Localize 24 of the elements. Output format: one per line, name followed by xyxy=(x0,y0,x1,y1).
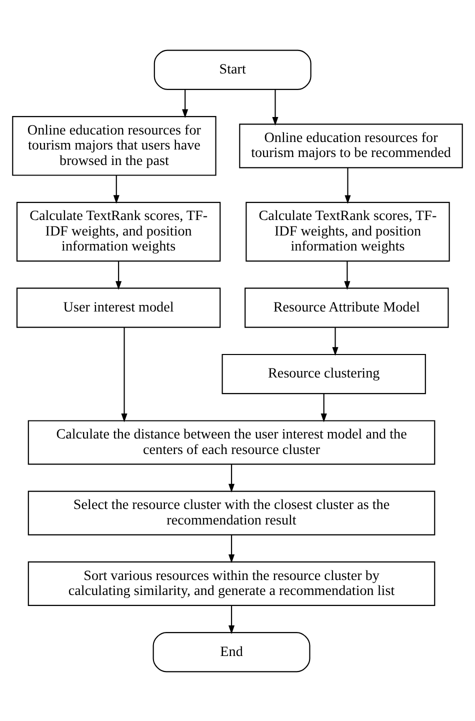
node-box: Start xyxy=(154,49,312,90)
node-box: Resource clustering xyxy=(222,353,426,394)
node-box: End xyxy=(152,632,310,672)
arrow xyxy=(228,605,235,634)
node-box: Select the resource cluster with the closest cluster as the recommendation result xyxy=(28,490,436,535)
node-box: Calculate TextRank scores, TF-IDF weights, and position information weights xyxy=(246,201,450,262)
node-box: Calculate the distance between the user interest model and the centers of each resource cluster xyxy=(28,420,436,464)
arrow xyxy=(344,168,351,204)
arrow xyxy=(228,464,235,492)
node-box: Calculate TextRank scores, TF-IDF weights, and position information weights xyxy=(16,201,221,262)
arrow xyxy=(182,88,188,118)
arrow xyxy=(121,326,128,422)
arrow xyxy=(272,88,278,126)
arrow xyxy=(320,393,327,422)
arrow xyxy=(228,534,235,563)
arrow xyxy=(344,260,350,290)
arrow xyxy=(116,260,122,290)
node-box: Resource Attribute Model xyxy=(244,287,449,328)
arrow xyxy=(113,174,120,204)
arrow xyxy=(332,327,338,356)
node-box: Sort various resources within the resource cluster by calculating similarity, and generate a recommendation list xyxy=(28,560,436,606)
node-box: Online education resources for tourism majors that users have browsed in the past xyxy=(12,116,216,176)
node-box: User interest model xyxy=(16,287,221,328)
node-box: Online education resources for tourism majors to be recommended xyxy=(239,123,463,168)
